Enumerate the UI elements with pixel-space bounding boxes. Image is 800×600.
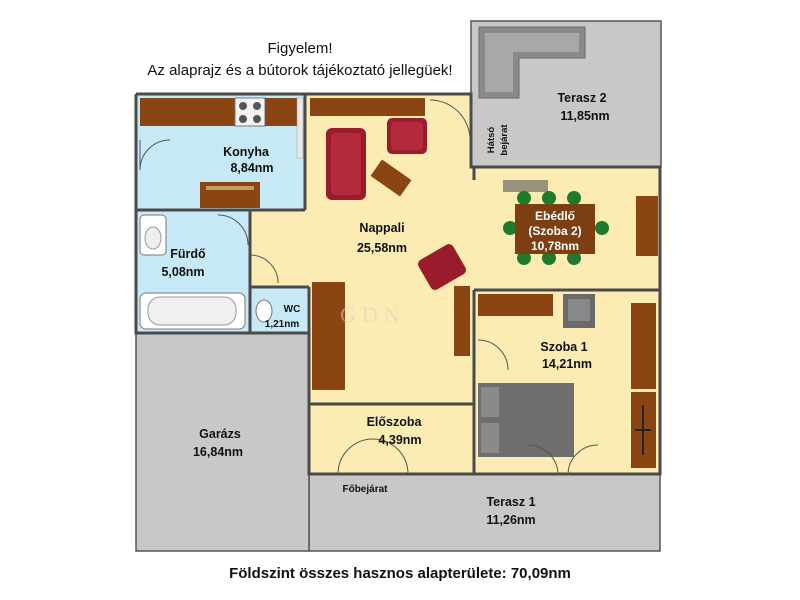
- total-area-summary: Földszint összes hasznos alapterülete: 7…: [229, 565, 571, 582]
- room-szoba1-name: Szoba 1: [540, 340, 587, 354]
- room-ebedlo-name: Ebédlő: [535, 209, 575, 223]
- notice-line-1: Figyelem!: [267, 40, 333, 57]
- room-konyha-area: 8,84nm: [230, 161, 273, 175]
- watermark: GDN: [340, 302, 406, 327]
- walls: [134, 92, 662, 476]
- room-garazs-name: Garázs: [199, 427, 241, 441]
- room-terasz2-area: 11,85nm: [560, 109, 609, 123]
- label-fobejarat: Főbejárat: [342, 484, 388, 495]
- room-nappali-name: Nappali: [359, 221, 404, 235]
- terrace-sofa: [478, 26, 586, 99]
- bathroom-furniture: [139, 214, 279, 330]
- room-wc-name: WC: [284, 304, 301, 315]
- garage-floor: [135, 332, 310, 552]
- label-hatso: Hátsó: [486, 127, 497, 154]
- notice-line-2: Az alaprajz és a bútorok tájékoztató jel…: [147, 62, 453, 79]
- room-terasz1-area: 11,26nm: [486, 513, 535, 527]
- kitchen-furniture: [139, 97, 304, 208]
- hall-doors: [337, 438, 409, 475]
- bedroom-furniture: [477, 294, 656, 476]
- dining-table: [515, 204, 595, 254]
- wc-furniture: [255, 299, 273, 323]
- label-bejarat: bejárat: [499, 124, 510, 156]
- room-konyha-name: Konyha: [223, 145, 270, 159]
- terrace-1-floor: [308, 473, 661, 552]
- room-furdo-area: 5,08nm: [161, 265, 204, 279]
- room-nappali-area: 25,58nm: [357, 241, 407, 255]
- room-ebedlo-sub: (Szoba 2): [528, 224, 581, 238]
- dining-furniture: [503, 180, 658, 265]
- room-eloszoba-name: Előszoba: [367, 415, 423, 429]
- room-furdo-name: Fürdő: [170, 247, 206, 261]
- room-szoba1-area: 14,21nm: [542, 357, 592, 371]
- hall-floor: [309, 404, 474, 474]
- notice: Figyelem! Az alaprajz és a bútorok tájék…: [110, 38, 490, 82]
- room-garazs-area: 16,84nm: [193, 445, 243, 459]
- room-ebedlo-area: 10,78nm: [531, 239, 579, 253]
- room-eloszoba-area: 4,39nm: [378, 433, 421, 447]
- room-terasz1-name: Terasz 1: [486, 495, 535, 509]
- living-furniture: [310, 98, 471, 390]
- room-terasz2-name: Terasz 2: [557, 91, 606, 105]
- room-wc-area: 1,21nm: [265, 319, 300, 330]
